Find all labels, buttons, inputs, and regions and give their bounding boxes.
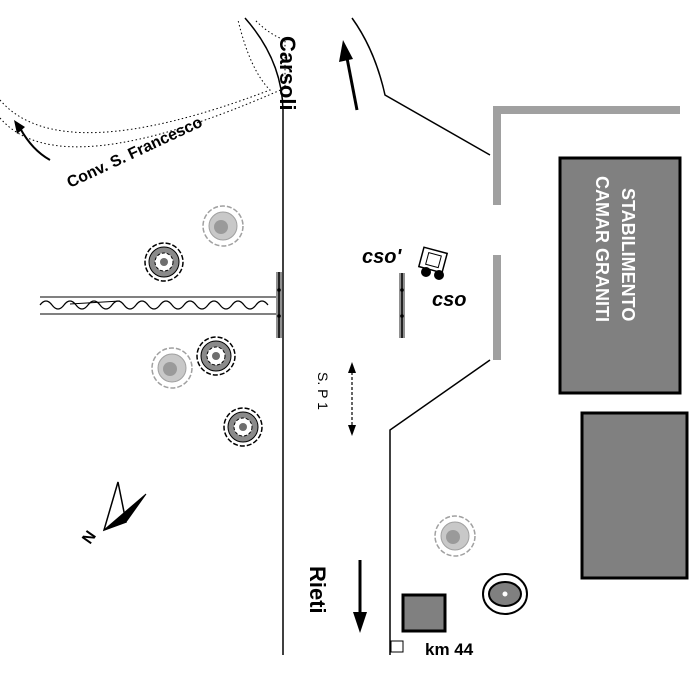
tree-light-1 — [202, 205, 244, 247]
railway-pattern — [39, 300, 269, 310]
convent-road-arrow — [19, 127, 51, 161]
carsoli-arrowhead — [339, 40, 353, 62]
station-cso-label: cso — [432, 289, 466, 311]
rieti-label: Rieti — [305, 566, 330, 614]
survey-point-4 — [400, 314, 404, 318]
factory-building-2 — [580, 411, 689, 580]
small-building — [401, 593, 447, 633]
factory-building — [558, 156, 682, 395]
north-arrow-icon — [102, 481, 147, 532]
convent-road-arrowhead — [14, 120, 25, 134]
carsoli-label: Carsoli — [275, 36, 300, 111]
railway-inner-line — [69, 300, 121, 305]
convent-road-edge-outer — [0, 19, 286, 148]
road-arrow-up — [348, 362, 356, 373]
carsoli-arrow-shaft — [345, 57, 359, 111]
survey-point-2 — [277, 314, 281, 318]
convent-label: Conv. S. Francesco — [65, 114, 206, 192]
km-marker-label: km 44 — [425, 640, 474, 659]
survey-point-1 — [277, 288, 281, 292]
convent-road-edge-inner — [0, 19, 271, 134]
main-road-left-edge — [244, 17, 284, 655]
tree-light-3 — [434, 515, 476, 557]
station-cso-prime-label: cso' — [362, 246, 402, 268]
tree-dark-3 — [223, 407, 263, 447]
road-label-sp1: S. P 1 — [315, 372, 331, 410]
road-arrow-down — [348, 425, 356, 436]
tree-light-2 — [151, 347, 193, 389]
factory-wall — [493, 106, 680, 205]
survey-point-3 — [400, 288, 404, 292]
factory-label-2: CAMAR GRANITI — [592, 176, 612, 322]
station-instrument-icon — [417, 246, 449, 280]
tree-dark-1 — [144, 242, 184, 282]
tree-dark-2 — [196, 336, 236, 376]
km-marker-post — [390, 640, 404, 653]
well-center — [502, 591, 508, 597]
rieti-arrowhead — [353, 612, 367, 633]
factory-label-1: STABILIMENTO — [618, 188, 638, 321]
railway-strip — [40, 294, 276, 316]
north-label: N — [79, 528, 100, 547]
main-road-right-edge — [351, 17, 491, 655]
